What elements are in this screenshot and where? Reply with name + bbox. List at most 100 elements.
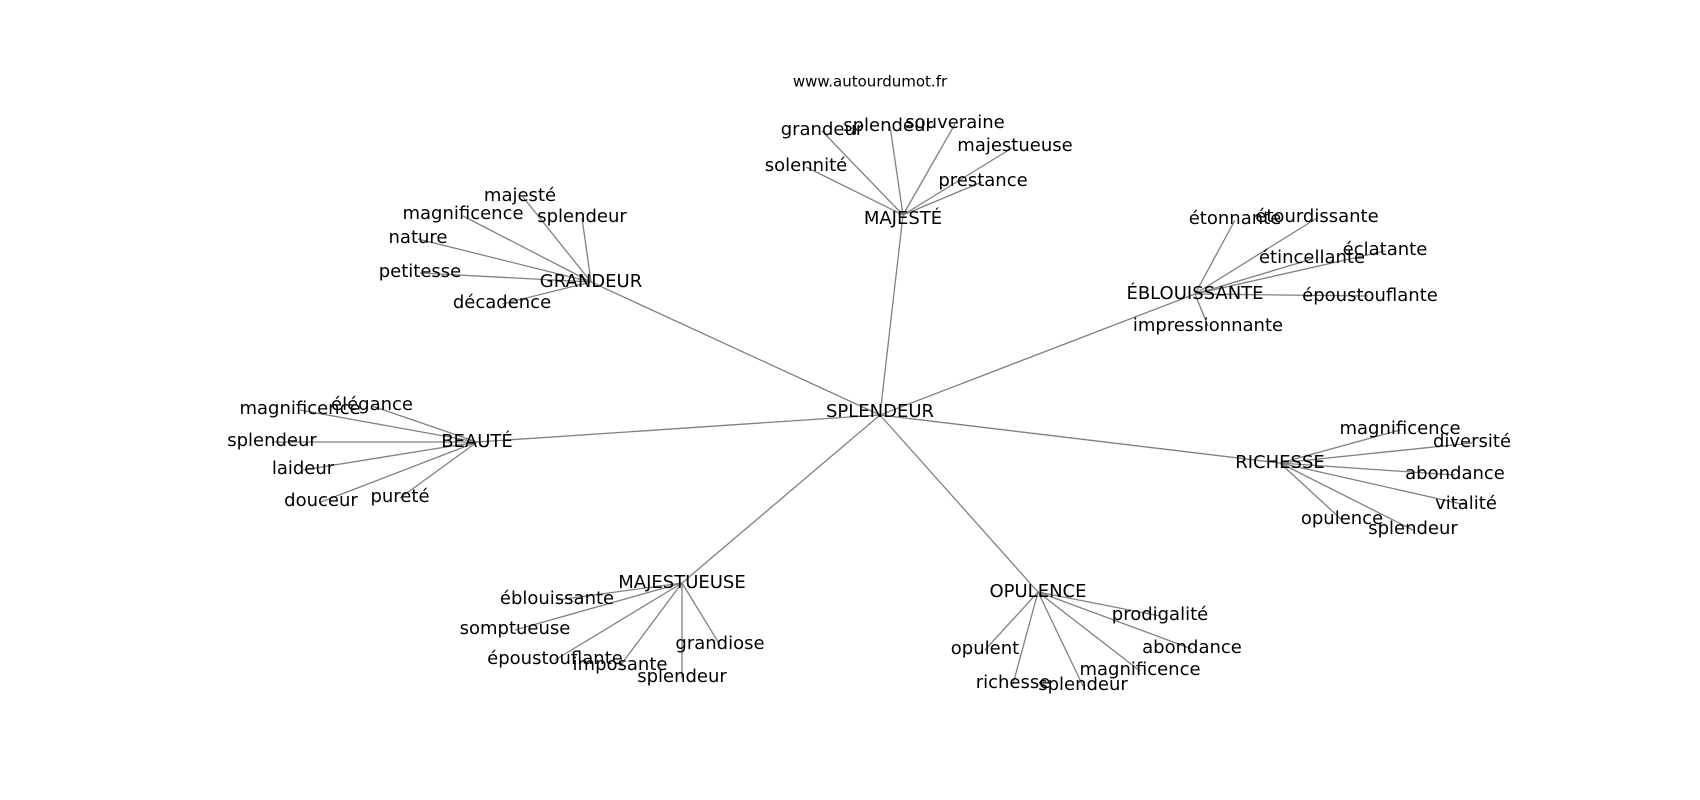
leaf-node-label: abondance <box>1405 463 1505 484</box>
edge-root-to-group <box>681 414 881 584</box>
group-node-label: MAJESTUEUSE <box>618 572 745 593</box>
leaf-node-label: époustouflante <box>1302 285 1438 306</box>
edge-group-to-leaf <box>556 582 683 601</box>
leaf-node-label: souveraine <box>905 112 1004 133</box>
edge-group-to-leaf <box>1037 591 1141 672</box>
edge-group-to-leaf <box>805 166 904 216</box>
leaf-node-label: magnificence <box>239 398 360 419</box>
edge-group-to-leaf <box>1279 429 1401 464</box>
leaf-node-label: splendeur <box>537 206 627 227</box>
edges <box>272 123 1473 687</box>
edge-group-to-leaf <box>1012 591 1039 685</box>
edge-group-to-leaf <box>1194 293 1369 297</box>
leaf-node-label: grandeur <box>781 119 864 140</box>
leaf-node-label: splendeur <box>1368 518 1458 539</box>
labels: www.autourdumot.fr SPLENDEUR MAJESTÉ grand… <box>227 73 1511 696</box>
edge-group-to-leaf <box>1279 442 1473 464</box>
edge-group-to-leaf <box>1279 462 1467 506</box>
leaf-node-label: douceur <box>284 490 358 511</box>
leaf-node-label: majesté <box>484 185 556 206</box>
leaf-node-label: splendeur <box>637 666 727 687</box>
leaf-node-label: laideur <box>272 458 335 479</box>
edge-group-to-leaf <box>320 441 478 503</box>
group-node-label: BEAUTÉ <box>441 430 513 452</box>
leaf-node-label: vitalité <box>1435 493 1497 514</box>
edge-group-to-leaf <box>619 582 683 667</box>
edge-group-to-leaf <box>1194 250 1386 295</box>
edge-group-to-leaf <box>1279 462 1456 476</box>
edge-group-to-leaf <box>1194 293 1209 327</box>
edge-group-to-leaf <box>984 591 1039 651</box>
leaf-node-label: somptueuse <box>460 618 571 639</box>
edge-group-to-leaf <box>581 217 592 283</box>
group-node-label: MAJESTÉ <box>864 207 942 229</box>
leaf-node-label: éblouissante <box>500 588 614 609</box>
edge-group-to-leaf <box>902 123 956 216</box>
leaf-node-label: splendeur <box>843 115 933 136</box>
leaf-node-label: majestueuse <box>957 135 1072 156</box>
edge-root-to-group <box>879 214 904 416</box>
edge-group-to-leaf <box>1279 462 1414 531</box>
edge-root-to-group <box>879 414 1039 593</box>
leaf-node-label: étincellante <box>1259 247 1365 268</box>
edge-group-to-leaf <box>554 582 683 661</box>
edge-group-to-leaf <box>821 130 904 216</box>
leaf-node-label: magnificence <box>1339 418 1460 439</box>
leaf-node-label: prestance <box>938 170 1027 191</box>
leaf-node-label: imposante <box>573 654 668 675</box>
leaf-node-label: abondance <box>1142 637 1242 658</box>
source-url: www.autourdumot.fr <box>793 73 948 91</box>
edge-root-to-group <box>879 414 1281 464</box>
leaf-node-label: impressionnante <box>1133 315 1283 336</box>
leaf-node-label: petitesse <box>379 261 462 282</box>
edge-group-to-leaf <box>302 441 478 471</box>
leaf-node-label: nature <box>389 227 448 248</box>
leaf-node-label: richesse <box>976 672 1051 693</box>
leaf-node-label: prodigalité <box>1112 604 1208 625</box>
leaf-node-label: magnificence <box>1079 659 1200 680</box>
leaf-node-label: grandiose <box>675 633 764 654</box>
leaf-node-label: étonnante <box>1189 208 1282 229</box>
edge-group-to-leaf <box>419 272 592 283</box>
leaf-node-label: décadence <box>453 292 551 313</box>
edge-group-to-leaf <box>902 147 1013 216</box>
group-node-label: GRANDEUR <box>540 271 642 292</box>
edge-group-to-leaf <box>1279 462 1343 521</box>
edge-group-to-leaf <box>1194 219 1236 295</box>
edge-group-to-leaf <box>299 409 478 443</box>
edge-group-to-leaf <box>889 125 904 216</box>
leaf-node-label: solennité <box>765 155 847 176</box>
edge-group-to-leaf <box>462 215 592 283</box>
leaf-node-label: élégance <box>331 394 413 415</box>
edge-root-to-group <box>476 414 881 443</box>
leaf-node-label: étourdissante <box>1255 206 1378 227</box>
leaf-node-label: époustouflante <box>487 648 623 669</box>
group-node-label: ÉBLOUISSANTE <box>1126 282 1263 304</box>
edge-group-to-leaf <box>371 405 478 443</box>
leaf-node-label: opulence <box>1301 508 1383 529</box>
edge-group-to-leaf <box>514 582 683 631</box>
leaf-node-label: magnificence <box>402 203 523 224</box>
edge-group-to-leaf <box>902 181 983 216</box>
edge-group-to-leaf <box>1194 258 1313 295</box>
edge-group-to-leaf <box>681 582 721 646</box>
edge-group-to-leaf <box>399 441 478 499</box>
edge-group-to-leaf <box>1037 591 1084 687</box>
edge-group-to-leaf <box>417 238 592 283</box>
leaf-node-label: splendeur <box>1038 674 1128 695</box>
edge-group-to-leaf <box>1037 591 1193 650</box>
edge-root-to-group <box>590 281 881 416</box>
edge-group-to-leaf <box>522 196 592 283</box>
edge-root-to-group <box>879 293 1196 416</box>
edge-group-to-leaf <box>1194 217 1318 295</box>
leaf-node-label: éclatante <box>1343 239 1428 260</box>
edge-group-to-leaf <box>1037 591 1161 617</box>
group-node-label: RICHESSE <box>1235 452 1325 473</box>
leaf-node-label: diversité <box>1433 431 1511 452</box>
leaf-node-label: opulent <box>951 638 1019 659</box>
leaf-node-label: splendeur <box>227 430 317 451</box>
edge-group-to-leaf <box>501 281 592 305</box>
root-node-label: SPLENDEUR <box>826 401 934 422</box>
leaf-node-label: pureté <box>370 486 429 507</box>
